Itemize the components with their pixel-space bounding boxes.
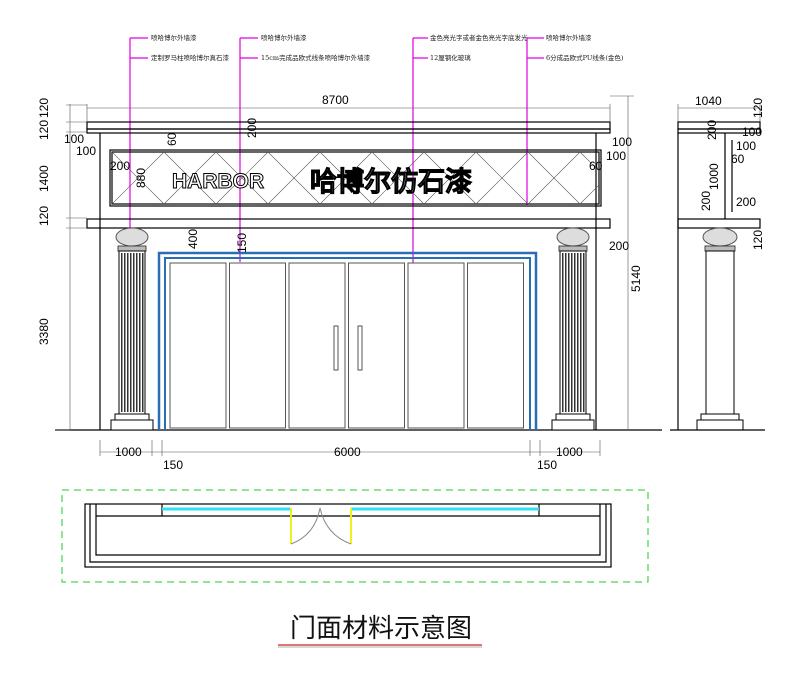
dim-side-1040: 1040 bbox=[695, 94, 722, 108]
column-flute bbox=[577, 253, 579, 412]
right-column bbox=[551, 227, 595, 431]
dim-total-width: 8700 bbox=[322, 93, 349, 107]
dim-cornice-100b: 100 bbox=[76, 144, 96, 158]
annotation-7: 喷哈博尔外墙漆 bbox=[546, 33, 592, 42]
dim-side-200b: 200 bbox=[699, 191, 713, 211]
column-flute bbox=[130, 253, 132, 412]
dim-left-120c: 120 bbox=[37, 206, 51, 226]
column-flute bbox=[574, 253, 576, 412]
dim-bottom-150a: 150 bbox=[163, 458, 183, 472]
dim-left-120a: 120 bbox=[37, 98, 51, 118]
glass-door-panel bbox=[407, 262, 465, 429]
annotation-6: 12厘钢化玻璃 bbox=[430, 53, 471, 62]
dim-left-1400: 1400 bbox=[37, 165, 51, 192]
dim-bottom-1000b: 1000 bbox=[556, 445, 583, 459]
dim-bottom-1000a: 1000 bbox=[115, 445, 142, 459]
door-handle-left bbox=[333, 325, 339, 371]
plan-view bbox=[61, 489, 649, 583]
glass-door-panel bbox=[467, 262, 524, 429]
diamond-pattern bbox=[112, 152, 599, 204]
dim-bottom-150b: 150 bbox=[537, 458, 557, 472]
dim-left-120b: 120 bbox=[37, 120, 51, 140]
column-flute bbox=[124, 253, 126, 412]
dim-side-200c: 200 bbox=[736, 195, 756, 209]
front-elevation bbox=[55, 121, 662, 431]
dim-frame-880: 880 bbox=[134, 168, 148, 188]
dimension-lines bbox=[55, 95, 761, 456]
dim-cornice-100a: 100 bbox=[64, 132, 84, 146]
left-column bbox=[110, 227, 154, 431]
sign-text-en: HARBOR bbox=[172, 170, 264, 193]
dim-right-100a: 100 bbox=[612, 135, 632, 149]
door-handle-right bbox=[357, 325, 363, 371]
column-flute bbox=[571, 253, 573, 412]
column-flute bbox=[142, 253, 144, 412]
annotation-1: 喷哈博尔外墙漆 bbox=[151, 33, 197, 42]
dim-side-120b: 120 bbox=[751, 230, 765, 250]
annotation-leaders bbox=[129, 37, 544, 290]
glass-door-panel bbox=[348, 262, 405, 429]
dim-door-150: 150 bbox=[235, 233, 249, 253]
annotation-5: 金色亮光字或者金色亮光字底发光 bbox=[430, 33, 528, 42]
glass-doors bbox=[169, 262, 524, 429]
annotation-4: 15cm完成品欧式线条喷哈博尔外墙漆 bbox=[261, 53, 371, 62]
column-flute bbox=[121, 253, 123, 412]
dim-side-200a: 200 bbox=[705, 120, 719, 140]
dim-frame-60: 60 bbox=[165, 132, 179, 146]
glass-door-panel bbox=[229, 262, 286, 429]
dim-top-200: 200 bbox=[245, 118, 259, 138]
column-flute bbox=[562, 253, 564, 412]
annotation-2: 定制罗马柱喷哈博尔真石漆 bbox=[151, 53, 230, 62]
dim-right-100b: 100 bbox=[606, 149, 626, 163]
column-flute bbox=[139, 253, 141, 412]
column-flute bbox=[583, 253, 585, 412]
side-elevation bbox=[670, 121, 765, 431]
dim-side-120a: 120 bbox=[751, 98, 765, 118]
dim-side-100a: 100 bbox=[742, 125, 762, 139]
dim-right-60: 60 bbox=[589, 159, 603, 173]
column-flute bbox=[580, 253, 582, 412]
drawing-title: 门面材料示意图 bbox=[290, 614, 472, 644]
column-flute bbox=[127, 253, 129, 412]
dim-side-100b: 100 bbox=[736, 139, 756, 153]
dim-frame-200: 200 bbox=[110, 159, 130, 173]
dim-left-3380: 3380 bbox=[37, 318, 51, 345]
dim-total-height: 5140 bbox=[629, 265, 643, 292]
column-flute bbox=[568, 253, 570, 412]
glass-door-panel bbox=[169, 262, 227, 429]
dim-side-60: 60 bbox=[731, 152, 745, 166]
annotation-3: 喷哈博尔外墙漆 bbox=[261, 33, 307, 42]
column-flute bbox=[565, 253, 567, 412]
column-flute bbox=[136, 253, 138, 412]
sign-text-cn: 哈博尔仿石漆 bbox=[310, 166, 472, 198]
annotation-8: 6分成品欧式PU线条(金色) bbox=[546, 53, 624, 62]
dim-bottom-6000: 6000 bbox=[334, 445, 361, 459]
dim-right-200: 200 bbox=[609, 239, 629, 253]
column-flute bbox=[133, 253, 135, 412]
dim-side-1000: 1000 bbox=[707, 163, 721, 190]
dim-door-400: 400 bbox=[186, 229, 200, 249]
